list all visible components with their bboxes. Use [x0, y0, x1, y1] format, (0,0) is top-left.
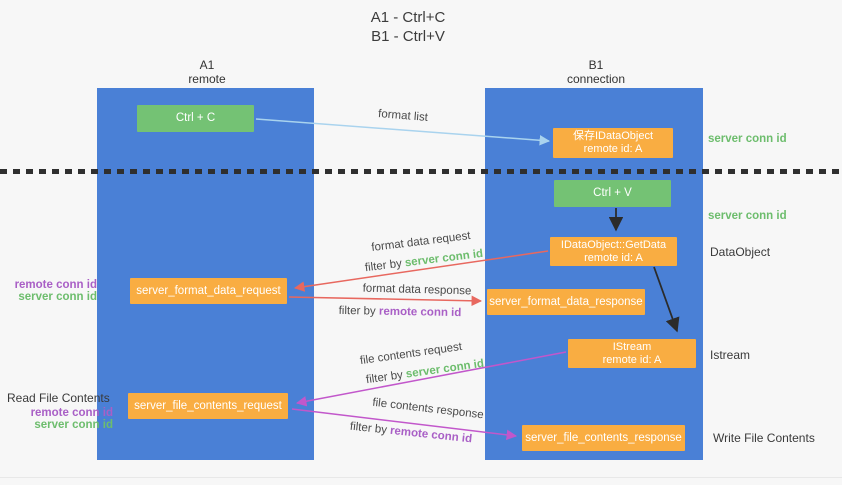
read-file-contents-label: Read File Contents [7, 391, 110, 405]
server-conn-id-left-2: server conn id [34, 419, 113, 431]
remote-conn-id-left-2: remote conn id [30, 407, 113, 419]
format-data-response-arrow [288, 295, 483, 307]
save-dataobject-line1: 保存IDataObject [572, 130, 654, 142]
left-column-header: A1 remote [127, 58, 287, 86]
bottom-edge-line [0, 477, 842, 478]
left-conn-id-group-2: remote conn id server conn id [0, 407, 113, 431]
istream-line1: IStream [612, 340, 652, 353]
ctrl-c-box: Ctrl + C [137, 105, 254, 132]
save-dataobject-box: 保存IDataObject remote id: A [553, 128, 673, 158]
istream-line2: remote id: A [602, 353, 662, 366]
left-column-id: A1 [199, 58, 215, 72]
save-dataobject-line2: remote id: A [583, 143, 643, 155]
server-file-contents-request-label: server_file_contents_request [134, 399, 282, 412]
server-format-data-response-label: server_format_data_response [489, 295, 643, 308]
ctrl-v-label: Ctrl + V [593, 187, 632, 199]
server-file-contents-response-label: server_file_contents_response [525, 431, 682, 444]
server-file-contents-request-box: server_file_contents_request [128, 393, 288, 419]
remote-conn-id-left-1: remote conn id [14, 279, 97, 291]
server-format-data-request-label: server_format_data_request [136, 284, 281, 297]
remote-conn-id-text: remote conn id [378, 305, 462, 320]
server-format-data-response-box: server_format_data_response [487, 289, 645, 315]
diagram-title: A1 - Ctrl+C B1 - Ctrl+V [298, 8, 518, 46]
right-column-header: B1 connection [516, 58, 676, 86]
right-column-name: connection [566, 72, 626, 86]
title-line-1: A1 - Ctrl+C [370, 9, 446, 26]
server-conn-id-right-mid: server conn id [708, 210, 787, 222]
ctrl-v-box: Ctrl + V [554, 180, 671, 207]
istream-side-label: Istream [710, 348, 751, 362]
file-contents-request-arrow [295, 351, 567, 407]
filter-by-text: filter by [338, 304, 380, 318]
server-file-contents-response-box: server_file_contents_response [522, 425, 685, 451]
server-conn-id-left-1: server conn id [18, 291, 97, 303]
left-conn-id-group-1: remote conn id server conn id [0, 279, 97, 303]
title-line-2: B1 - Ctrl+V [371, 28, 445, 45]
ctrl-c-label: Ctrl + C [175, 112, 216, 124]
dataobject-label: DataObject [710, 245, 771, 259]
left-column-name: remote [188, 72, 226, 86]
server-format-data-request-box: server_format_data_request [130, 278, 287, 304]
format-list-arrow [255, 118, 551, 146]
file-contents-response-arrow [291, 408, 518, 441]
getdata-to-istream-arrow [653, 266, 680, 333]
format-data-request-arrow [293, 250, 549, 292]
getdata-line2: remote id: A [584, 251, 643, 264]
write-file-contents-label: Write File Contents [713, 431, 815, 445]
getdata-line1: IDataObject::GetData [560, 238, 667, 251]
right-column-id: B1 [588, 58, 604, 72]
server-conn-id-right-top: server conn id [708, 133, 787, 145]
getdata-box: IDataObject::GetData remote id: A [550, 237, 677, 266]
filter-by-remote-conn-id-label-1: filter by remote conn id [339, 305, 462, 319]
dotted-divider-line [0, 169, 842, 174]
istream-box: IStream remote id: A [568, 339, 696, 368]
